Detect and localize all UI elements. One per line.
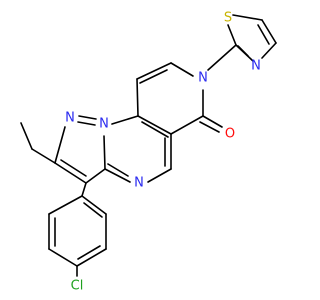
bond [170,62,194,77]
bond [261,19,277,44]
bond [137,115,172,135]
bond [81,195,107,215]
bond [170,115,204,135]
bond [141,121,169,138]
atom-n-pyrimidine: N [134,176,144,191]
bond [261,42,277,59]
bond [76,248,107,267]
bond [199,121,220,133]
bond [31,148,56,164]
bond [202,115,223,128]
atom-n-pyrazole-1: N [65,111,75,126]
bond [77,245,101,260]
bond [78,115,97,120]
bond [232,14,263,21]
bond [139,69,168,84]
bond [136,62,172,80]
atom-cl: Cl [71,279,84,294]
bond [54,126,66,164]
bond [48,248,78,267]
bond [257,24,270,45]
molecule-canvas: S N N O N N N Cl [20,11,277,294]
atom-s-thiazole: S [224,11,232,26]
bond [83,202,103,218]
bonds [20,14,277,277]
bond [77,121,96,126]
bond [54,162,87,184]
bond [60,159,87,177]
bond [207,44,237,71]
bond [147,168,172,183]
atom-n-thiazole: N [251,59,261,74]
bond [48,195,83,215]
atom-n-amide: N [198,71,208,86]
bond [103,135,106,170]
bond [85,168,106,184]
atom-o-carbonyl: O [225,127,235,142]
bond [227,24,237,46]
bond [104,168,131,183]
bond [111,115,139,125]
atom-n-pyrazole-2: N [99,117,109,132]
bond [81,182,87,197]
bond [107,163,129,177]
atom-labels: S N N O N N N Cl [65,11,261,294]
bond [237,45,249,57]
bond [136,78,139,117]
bond [20,122,33,150]
molecule-structure: S N N O N N N Cl [20,11,277,294]
